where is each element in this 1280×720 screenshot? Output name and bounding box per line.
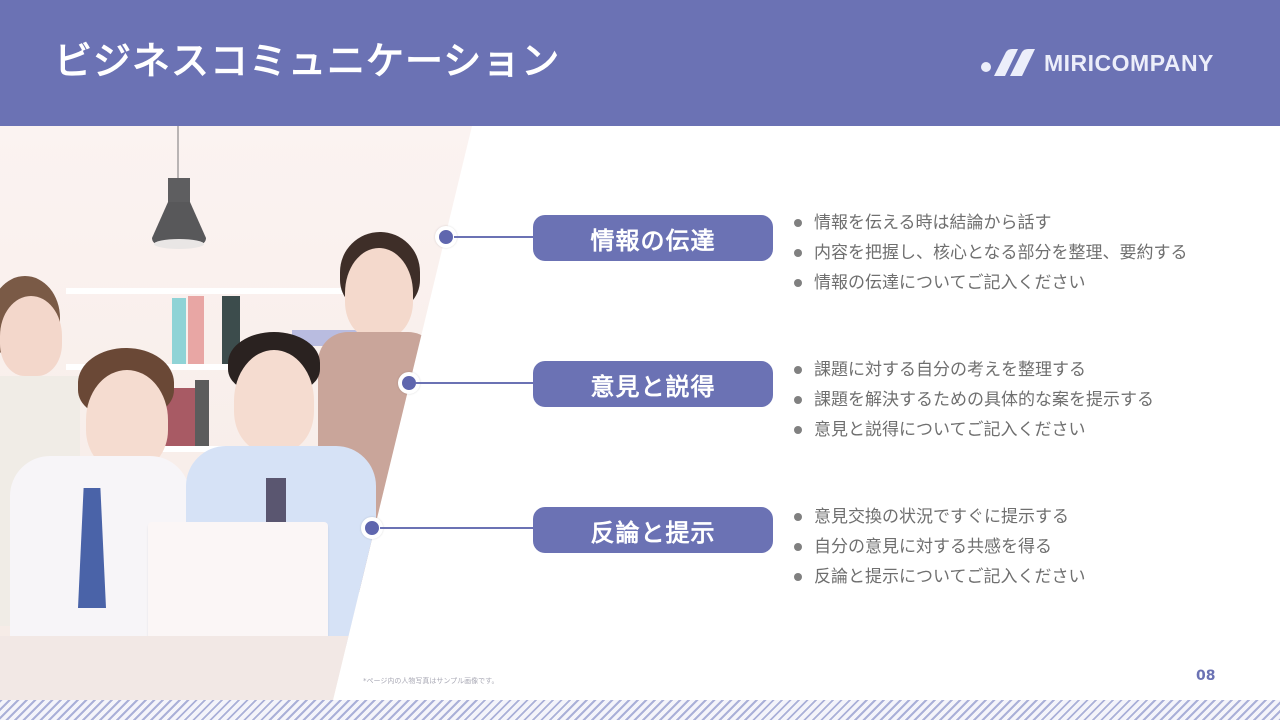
photo-disclaimer: *ページ内の人物写真はサンプル画像です。: [363, 677, 499, 685]
desk: [0, 636, 472, 700]
book: [188, 296, 204, 364]
bullet-item: 自分の意見に対する共感を得る: [792, 532, 1086, 562]
shelf-board: [66, 364, 366, 370]
section-label-opinion-persuasion: 意見と説得: [533, 361, 773, 407]
bullet-item: 情報を伝える時は結論から話す: [792, 208, 1188, 238]
bullet-list-opinion-persuasion: 課題に対する自分の考えを整理する 課題を解決するための具体的な案を提示する 意見…: [792, 355, 1154, 445]
connector-line: [380, 527, 536, 529]
shelf-board: [66, 288, 366, 294]
section-label-info-transfer: 情報の伝達: [533, 215, 773, 261]
person-face: [234, 350, 314, 452]
book: [195, 380, 209, 446]
bullet-item: 課題に対する自分の考えを整理する: [792, 355, 1154, 385]
logo-mark-icon: [981, 49, 1035, 76]
page-number: 08: [1196, 668, 1216, 684]
bullet-list-info-transfer: 情報を伝える時は結論から話す 内容を把握し、核心となる部分を整理、要約する 情報…: [792, 208, 1188, 298]
bullet-item: 反論と提示についてご記入ください: [792, 562, 1086, 592]
logo-text: MIRICOMPANY: [1044, 49, 1214, 76]
person-face: [345, 248, 413, 338]
bullet-item: 意見と説得についてご記入ください: [792, 415, 1154, 445]
person-face: [0, 296, 62, 376]
connector-line: [454, 236, 536, 238]
page-title: ビジネスコミュニケーション: [54, 39, 561, 83]
header-bar: ビジネスコミュニケーション MIRICOMPANY: [0, 0, 1280, 126]
bullet-item: 意見交換の状況ですぐに提示する: [792, 502, 1086, 532]
lamp-cord: [177, 126, 179, 184]
bullet-item: 情報の伝達についてご記入ください: [792, 268, 1188, 298]
connector-line: [416, 382, 536, 384]
team-photo: [0, 126, 472, 700]
bullet-item: 内容を把握し、核心となる部分を整理、要約する: [792, 238, 1188, 268]
person-tie: [266, 478, 286, 526]
pendant-lamp-icon: [152, 178, 206, 249]
bullet-list-rebuttal-proposal: 意見交換の状況ですぐに提示する 自分の意見に対する共感を得る 反論と提示について…: [792, 502, 1086, 592]
book: [172, 298, 186, 364]
laptop: [148, 522, 328, 640]
striped-footer-band: [0, 700, 1280, 720]
section-label-rebuttal-proposal: 反論と提示: [533, 507, 773, 553]
company-logo: MIRICOMPANY: [980, 46, 1214, 80]
person-face: [86, 370, 168, 470]
bullet-item: 課題を解決するための具体的な案を提示する: [792, 385, 1154, 415]
